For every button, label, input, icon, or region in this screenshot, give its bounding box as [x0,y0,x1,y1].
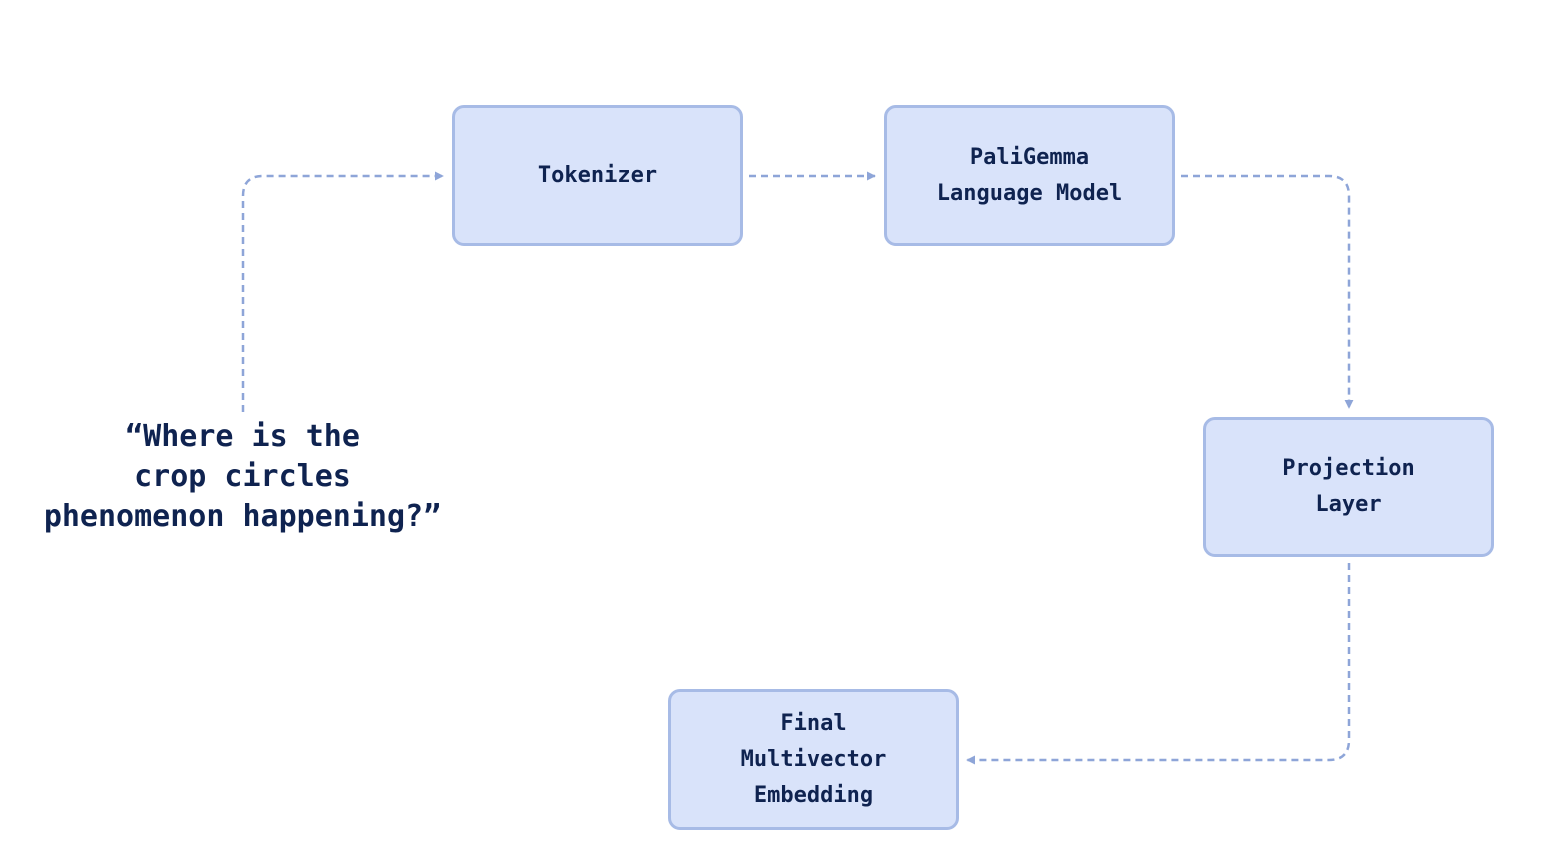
query-text: “Where is the crop circles phenomenon ha… [43,419,442,534]
language-model-node: PaliGemma Language Model [884,105,1175,246]
language-model-label: PaliGemma Language Model [936,144,1123,206]
arrow-projection-to-embedding [966,563,1351,765]
final-embedding-label: Final Multivector Embedding [740,710,887,808]
tokenizer-label: Tokenizer [537,162,658,188]
final-embedding-node: Final Multivector Embedding [668,689,959,830]
projection-layer-node: Projection Layer [1203,417,1494,557]
projection-layer-label: Projection Layer [1282,456,1415,517]
tokenizer-node: Tokenizer [452,105,743,246]
arrow-query-to-tokenizer [241,171,444,412]
arrow-language-model-to-projection [1181,174,1354,409]
